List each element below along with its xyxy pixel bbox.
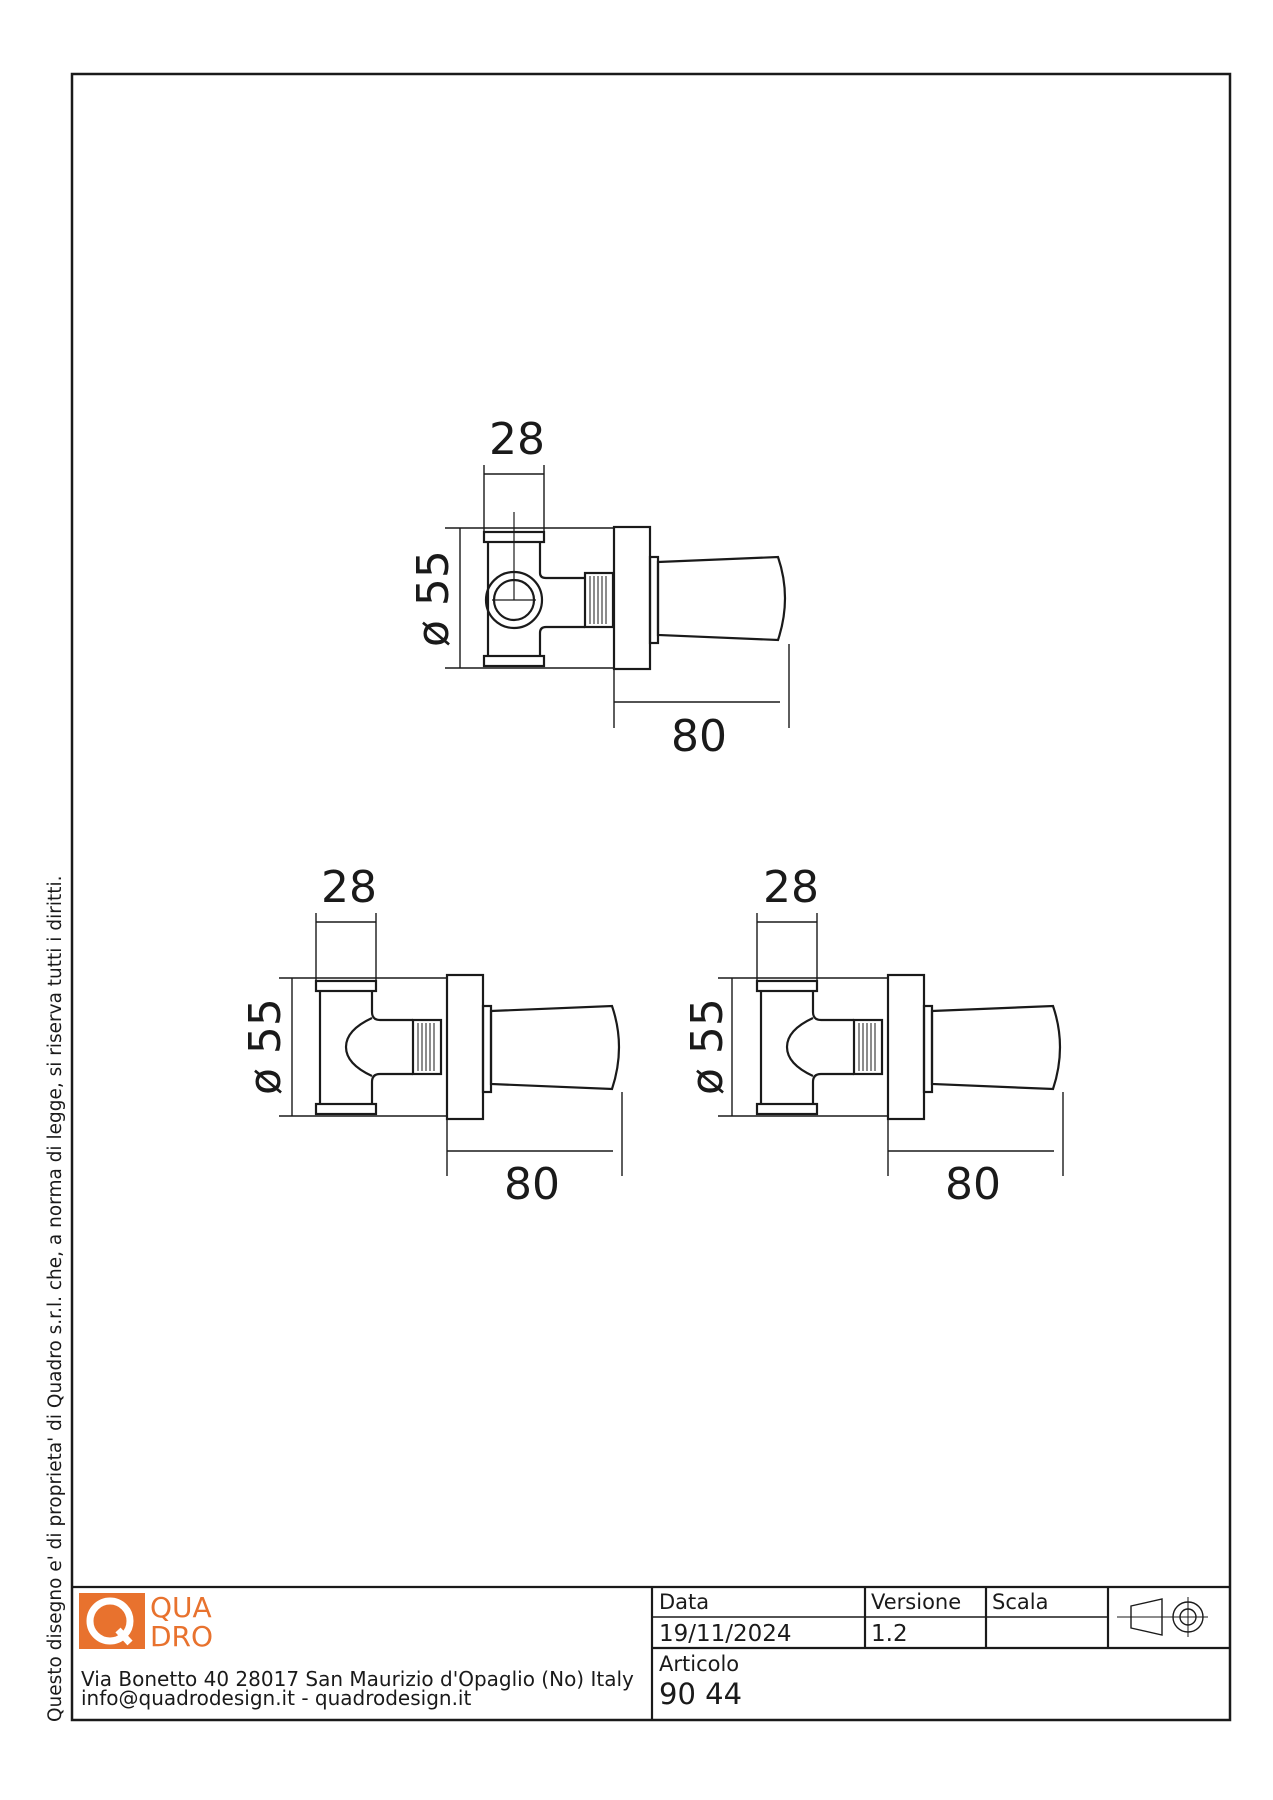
view3-diameter-label: ø 55 [682,998,733,1095]
view1-depth-label: 80 [671,711,727,762]
valve-view-right [718,913,1064,1176]
versione-label: Versione [871,1590,961,1614]
valve-view-left [279,913,623,1176]
sheet-frame [70,72,1232,1722]
view2-diameter-label: ø 55 [240,998,291,1095]
address-line-2: info@quadrodesign.it - quadrodesign.it [81,1686,471,1710]
view1-diameter-label: ø 55 [408,550,459,647]
view2-depth-label: 80 [504,1159,560,1210]
view1-width-label: 28 [489,414,545,465]
address-line-1: Via Bonetto 40 28017 San Maurizio d'Opag… [81,1667,634,1691]
svg-text:QUA: QUA [150,1591,212,1624]
view2-width-label: 28 [321,862,377,913]
scala-label: Scala [992,1590,1048,1614]
versione-value: 1.2 [871,1621,908,1647]
valve-view-top [445,465,790,728]
quadro-logo: QUA DRO [79,1591,213,1653]
view3-width-label: 28 [763,862,819,913]
view3-depth-label: 80 [945,1159,1001,1210]
data-value: 19/11/2024 [659,1621,792,1647]
title-block [72,1585,1230,1720]
articolo-value: 90 44 [659,1677,742,1711]
data-label: Data [659,1590,709,1614]
svg-text:DRO: DRO [150,1620,213,1653]
articolo-label: Articolo [659,1652,739,1676]
copyright-notice: Questo disegno e' di proprieta' di Quadr… [45,876,66,1722]
first-angle-projection-icon [1117,1597,1208,1637]
